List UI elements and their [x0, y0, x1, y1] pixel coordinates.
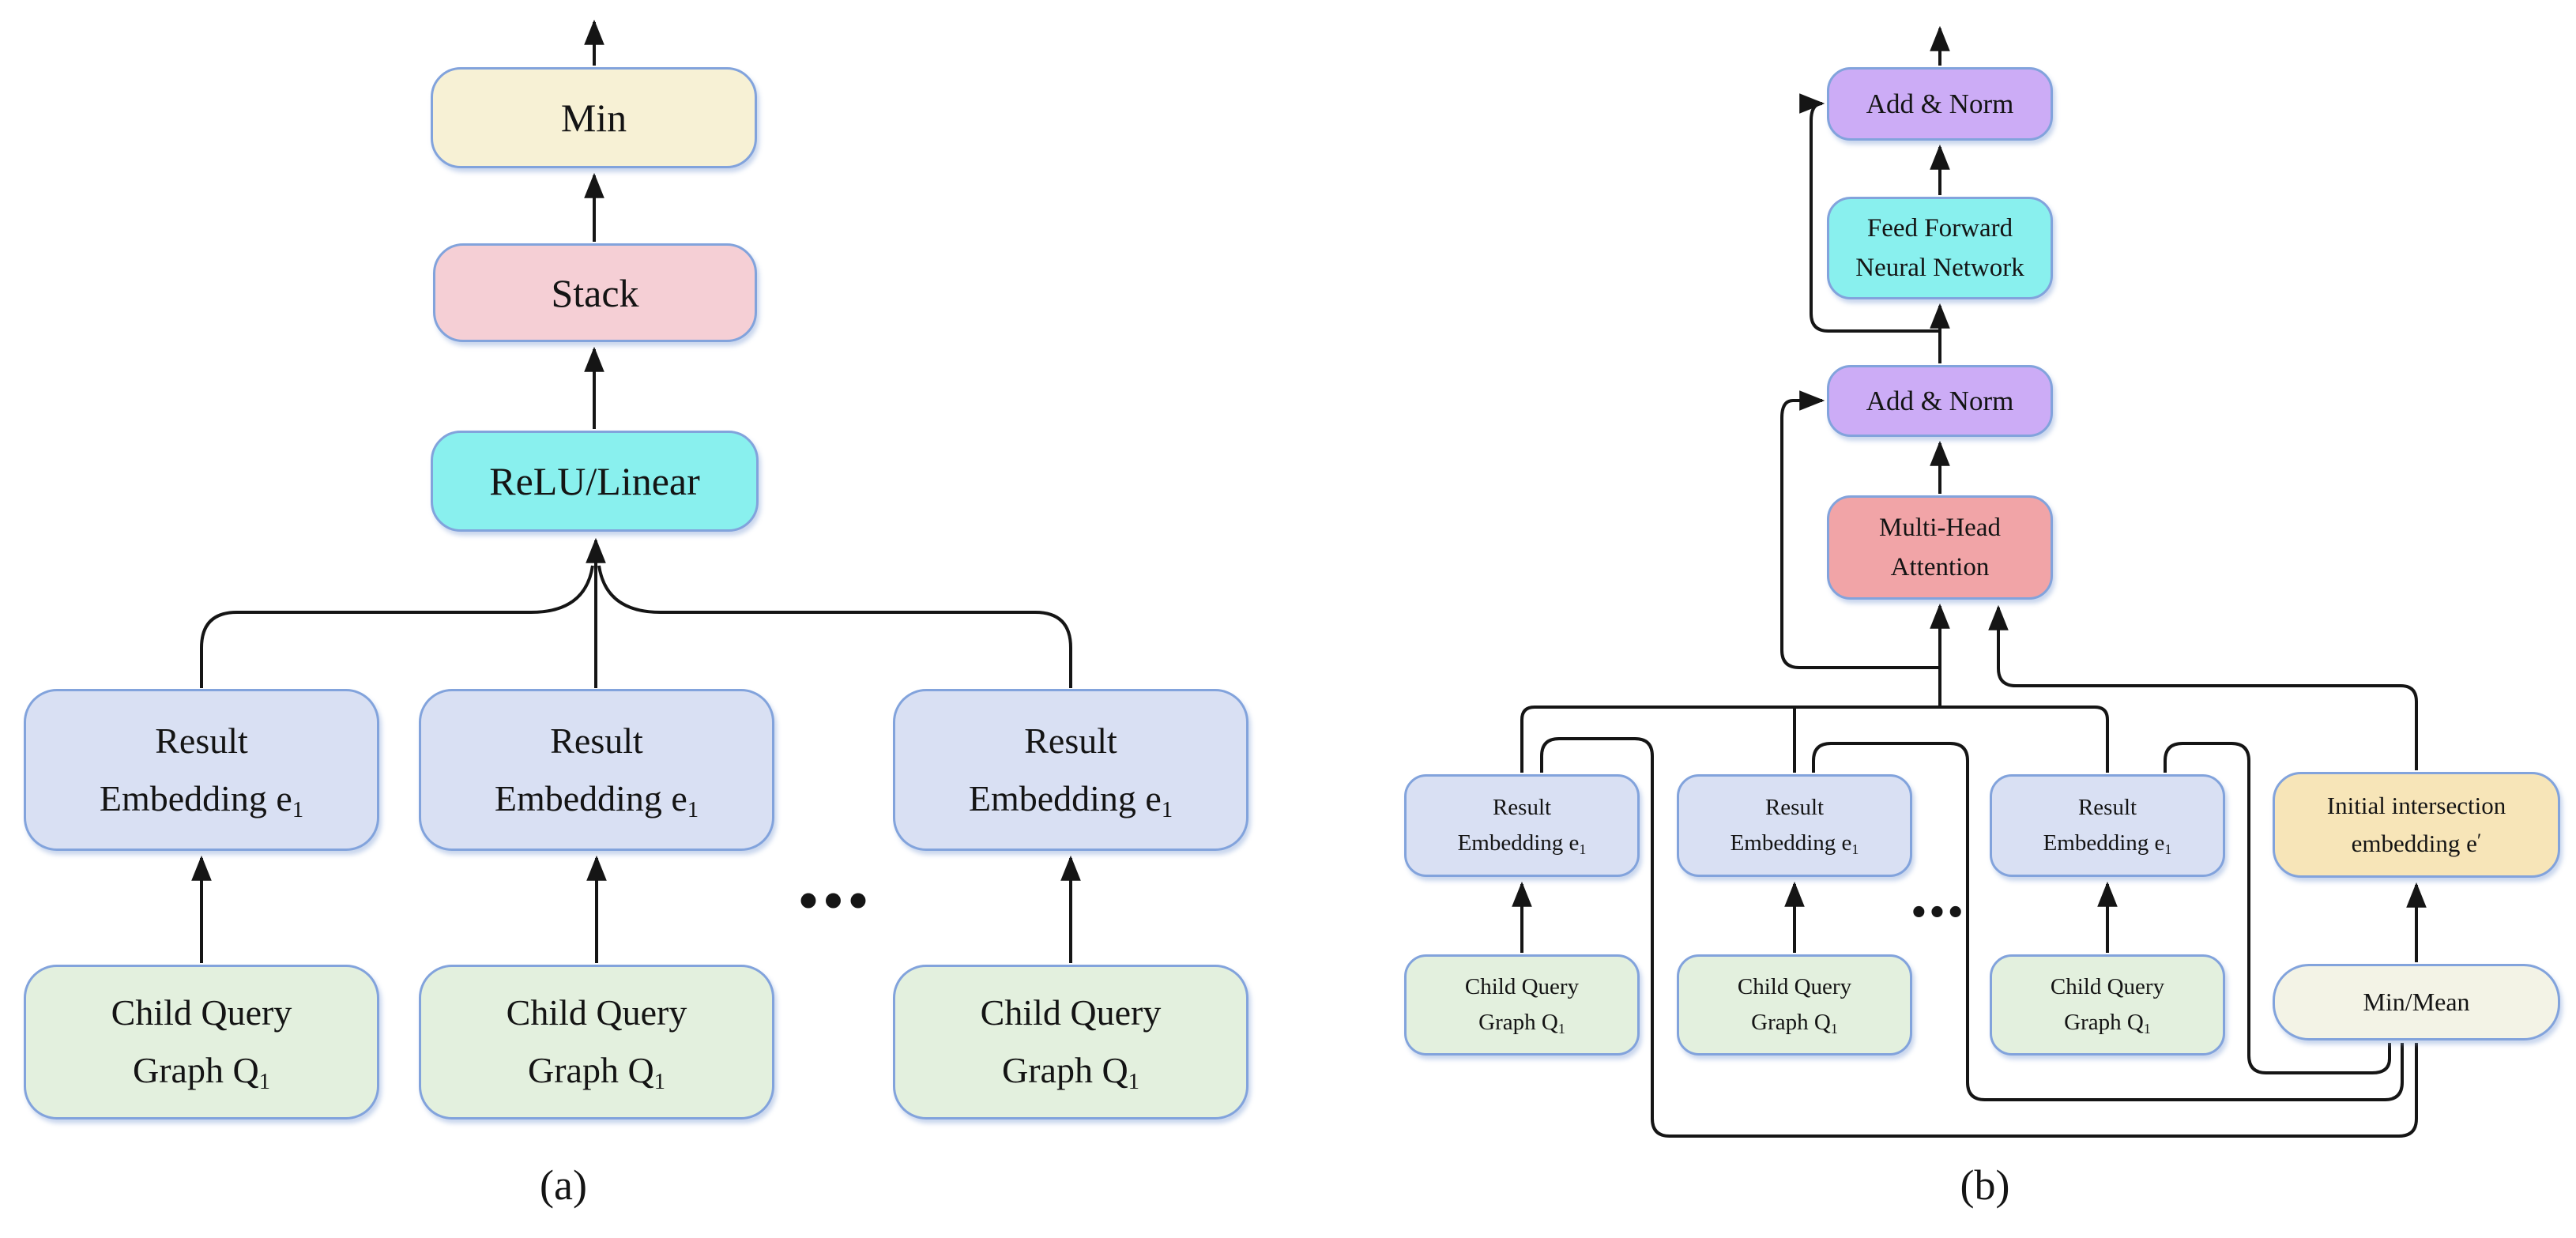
caption-b: (b) — [1960, 1161, 2010, 1209]
result-embedding-box-a2: Result Embedding e1 — [419, 689, 774, 851]
init-line2: embedding e′ — [2352, 825, 2482, 863]
wire-skip-mha — [1780, 390, 1940, 669]
init-line2-text: embedding e — [2351, 830, 2477, 857]
child-subscript: 1 — [1557, 1021, 1565, 1037]
result-line2: Embedding e1 — [100, 770, 303, 828]
child-line2: Graph Q1 — [528, 1042, 665, 1100]
add-norm-box: Add & Norm — [1827, 365, 2053, 437]
wire-merge-left — [200, 565, 594, 688]
child-line2: Graph Q1 — [1002, 1042, 1139, 1100]
result-line2: Embedding e1 — [495, 770, 699, 828]
result-subscript: 1 — [1579, 841, 1587, 858]
child-query-box-b2: Child Query Graph Q1 — [1677, 954, 1912, 1055]
min-label: Min — [560, 96, 627, 140]
child-line1: Child Query — [111, 992, 292, 1033]
result-embedding-box-a3: Result Embedding e1 — [893, 689, 1248, 851]
wire-skip-ffnn — [1799, 93, 1940, 333]
child-query-box-a3: Child Query Graph Q1 — [893, 965, 1248, 1119]
result-subscript: 1 — [2164, 841, 2172, 858]
result-subscript: 1 — [292, 797, 304, 822]
result-subscript: 1 — [1851, 841, 1859, 858]
min-mean-label: Min/Mean — [2363, 988, 2470, 1016]
stack-box: Stack — [433, 243, 757, 342]
add-norm-top-box: Add & Norm — [1827, 67, 2053, 141]
wire-embedding-bus — [1520, 706, 2109, 773]
child-subscript: 1 — [1830, 1021, 1838, 1037]
result-line2-text: Embedding e — [99, 777, 292, 818]
child-line2-text: Graph Q — [1002, 1050, 1128, 1090]
relu-linear-box: ReLU/Linear — [431, 431, 759, 532]
result-embedding-box-b1: Result Embedding e1 — [1404, 774, 1640, 877]
child-subscript: 1 — [1128, 1069, 1139, 1094]
result-embedding-box-b2: Result Embedding e1 — [1677, 774, 1912, 877]
result-line1: Result — [155, 720, 248, 761]
result-line1: Result — [1764, 795, 1825, 821]
child-query-box-a1: Child Query Graph Q1 — [24, 965, 379, 1119]
result-line2: Embedding e1 — [2043, 826, 2172, 861]
result-line1: Result — [2077, 795, 2137, 821]
child-line1: Child Query — [2050, 974, 2165, 1000]
child-subscript: 1 — [258, 1069, 270, 1094]
init-line1: Initial intersection — [2326, 791, 2506, 819]
mha-line2: Attention — [1890, 553, 1990, 581]
child-line1: Child Query — [1464, 974, 1580, 1000]
result-subscript: 1 — [687, 797, 699, 822]
wire-reb2-to-minmean — [1812, 742, 2404, 1101]
child-line2: Graph Q1 — [1478, 1005, 1565, 1040]
result-line1: Result — [550, 720, 643, 761]
initial-intersection-box: Initial intersection embedding e′ — [2273, 772, 2560, 878]
add-norm-top-label: Add & Norm — [1866, 88, 2014, 119]
result-line1: Result — [1024, 720, 1117, 761]
child-query-box-b1: Child Query Graph Q1 — [1404, 954, 1640, 1055]
multi-head-attention-box: Multi-Head Attention — [1827, 495, 2053, 600]
child-line2-text: Graph Q — [1751, 1010, 1831, 1035]
child-line1: Child Query — [980, 992, 1162, 1033]
result-line2-text: Embedding e — [2043, 830, 2165, 856]
child-query-box-b3: Child Query Graph Q1 — [1990, 954, 2225, 1055]
wire-merge-right — [597, 565, 1072, 688]
result-line2: Embedding e1 — [969, 770, 1173, 828]
wire-reb3-to-minmean — [2164, 742, 2391, 1074]
stack-label: Stack — [551, 270, 639, 315]
child-line2-text: Graph Q — [1478, 1010, 1558, 1035]
wire-init-to-mha — [1988, 604, 2418, 770]
child-query-box-a2: Child Query Graph Q1 — [419, 965, 774, 1119]
child-line1: Child Query — [1737, 974, 1852, 1000]
wire-reb1-to-minmean — [1540, 737, 2418, 1138]
result-subscript: 1 — [1161, 797, 1173, 822]
mha-line1: Multi-Head — [1879, 513, 2001, 542]
init-prime: ′ — [2476, 830, 2482, 852]
child-line2-text: Graph Q — [528, 1050, 654, 1090]
min-mean-box: Min/Mean — [2273, 964, 2560, 1040]
child-line2-text: Graph Q — [133, 1050, 259, 1090]
result-line2-text: Embedding e — [494, 777, 687, 818]
caption-a: (a) — [540, 1161, 587, 1209]
child-subscript: 1 — [2143, 1021, 2151, 1037]
result-embedding-box-a1: Result Embedding e1 — [24, 689, 379, 851]
result-line1: Result — [1492, 795, 1552, 821]
child-line1: Child Query — [506, 992, 687, 1033]
child-subscript: 1 — [653, 1069, 665, 1094]
relu-linear-label: ReLU/Linear — [489, 459, 700, 503]
feed-forward-box: Feed Forward Neural Network — [1827, 197, 2053, 299]
ffnn-line2: Neural Network — [1855, 254, 2024, 282]
ffnn-line1: Feed Forward — [1866, 213, 2013, 243]
ellipsis-a: ••• — [798, 871, 874, 931]
result-embedding-box-b3: Result Embedding e1 — [1990, 774, 2225, 877]
result-line2-text: Embedding e — [1730, 830, 1852, 856]
result-line2-text: Embedding e — [1457, 830, 1580, 856]
result-line2: Embedding e1 — [1731, 826, 1859, 861]
min-box: Min — [431, 67, 757, 168]
child-line2-text: Graph Q — [2064, 1010, 2144, 1035]
child-line2: Graph Q1 — [133, 1042, 270, 1100]
ellipsis-b: ••• — [1911, 889, 1967, 935]
result-line2-text: Embedding e — [968, 777, 1162, 818]
result-line2: Embedding e1 — [1458, 826, 1587, 861]
add-norm-label: Add & Norm — [1866, 385, 2014, 416]
child-line2: Graph Q1 — [2064, 1005, 2151, 1040]
child-line2: Graph Q1 — [1751, 1005, 1838, 1040]
